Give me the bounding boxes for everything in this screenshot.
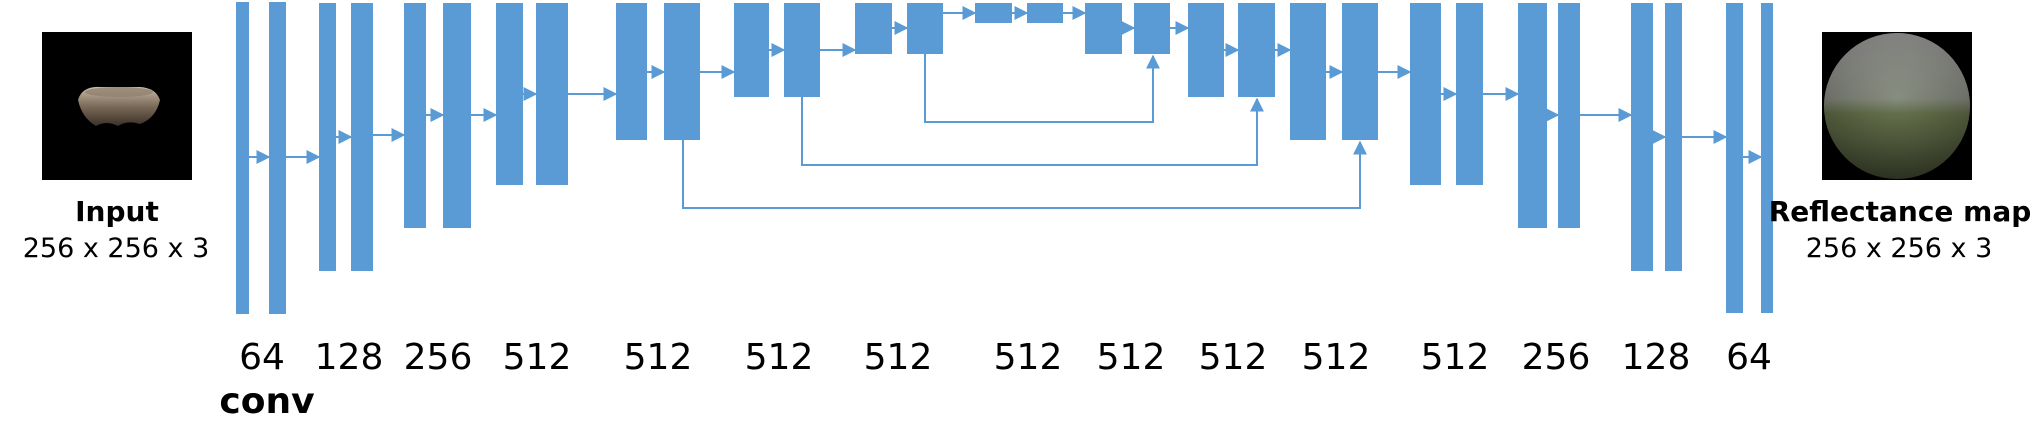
block-enc-512-h bbox=[907, 3, 943, 54]
flow-arrows bbox=[249, 6, 1763, 164]
block-enc-512-c bbox=[616, 3, 647, 140]
conv-label: conv bbox=[219, 381, 314, 422]
channel-label: 128 bbox=[315, 337, 384, 378]
channel-label: 512 bbox=[1097, 337, 1166, 378]
block-dec-256-b bbox=[1558, 3, 1580, 228]
input-dims: 256 x 256 x 3 bbox=[23, 233, 210, 264]
block-enc-512-d bbox=[664, 3, 700, 140]
block-enc-128-b bbox=[351, 3, 373, 271]
block-enc-64-a bbox=[236, 2, 249, 314]
block-dec-512-c bbox=[1188, 3, 1224, 97]
output-dims: 256 x 256 x 3 bbox=[1806, 233, 1993, 264]
block-dec-512-e bbox=[1290, 3, 1326, 140]
block-enc-512-g bbox=[855, 3, 892, 54]
block-enc-256-a bbox=[404, 3, 426, 228]
channel-label: 512 bbox=[864, 337, 933, 378]
channel-label: 64 bbox=[239, 337, 285, 378]
block-enc-512-e bbox=[734, 3, 769, 97]
output-image bbox=[1822, 32, 1972, 180]
block-dec-64-a bbox=[1726, 3, 1743, 313]
encoder bbox=[236, 2, 1063, 314]
channel-label: 64 bbox=[1726, 337, 1772, 378]
block-dec-128-b bbox=[1665, 3, 1682, 271]
channel-label: 512 bbox=[503, 337, 572, 378]
block-enc-64-b bbox=[269, 2, 286, 314]
skip-connections bbox=[682, 54, 1367, 209]
block-dec-512-b bbox=[1134, 3, 1170, 54]
block-bottleneck-a bbox=[975, 3, 1012, 23]
block-bottleneck-b bbox=[1027, 3, 1063, 23]
channel-label: 512 bbox=[1199, 337, 1268, 378]
block-dec-512-g bbox=[1410, 3, 1441, 185]
channel-label: 512 bbox=[1302, 337, 1371, 378]
channel-label: 512 bbox=[624, 337, 693, 378]
block-dec-512-d bbox=[1238, 3, 1275, 97]
block-enc-512-b bbox=[536, 3, 568, 185]
decoder bbox=[1085, 3, 1773, 313]
block-dec-64-b bbox=[1761, 3, 1773, 313]
input-title: Input bbox=[75, 195, 159, 228]
block-enc-512-f bbox=[784, 3, 820, 97]
channel-label: 512 bbox=[994, 337, 1063, 378]
output-title: Reflectance map bbox=[1769, 195, 2032, 228]
input-image bbox=[42, 32, 192, 180]
block-enc-256-b bbox=[443, 3, 471, 228]
channel-labels: 64 128 256 512 512 512 512 512 512 512 5… bbox=[239, 337, 1772, 378]
channel-label: 512 bbox=[745, 337, 814, 378]
block-dec-512-f bbox=[1342, 3, 1378, 140]
channel-label: 256 bbox=[404, 337, 473, 378]
block-dec-256-a bbox=[1518, 3, 1547, 228]
block-dec-512-h bbox=[1456, 3, 1483, 185]
block-dec-128-a bbox=[1631, 3, 1653, 271]
block-enc-512-a bbox=[496, 3, 523, 185]
block-dec-512-a bbox=[1085, 3, 1122, 54]
channel-label: 512 bbox=[1421, 337, 1490, 378]
channel-label: 256 bbox=[1522, 337, 1591, 378]
block-enc-128-a bbox=[319, 3, 336, 271]
channel-label: 128 bbox=[1622, 337, 1691, 378]
